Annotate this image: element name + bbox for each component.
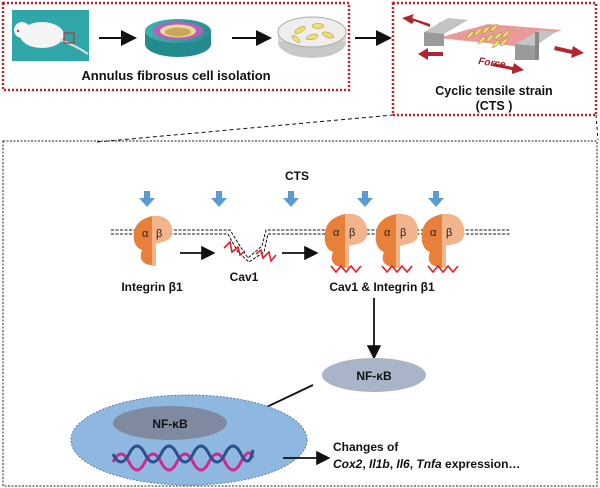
beta-label: β	[156, 228, 162, 240]
cav1-icon	[223, 240, 277, 263]
gene-part: expression…	[442, 457, 521, 471]
cts-caption-line1: Cyclic tensile strain	[435, 84, 552, 98]
complex-label: Cav1 & Integrin β1	[329, 280, 435, 294]
alpha-label: α	[142, 228, 149, 240]
gene-part: ,	[410, 457, 417, 471]
force-label: Force	[478, 56, 507, 71]
cts-caption-line2: (CTS )	[476, 99, 513, 113]
integrin-label: Integrin β1	[121, 280, 183, 294]
outcome-genes: Cox2, Il1b, Il6, Tnfa expression…	[333, 457, 520, 471]
gene-part: Cox2	[333, 457, 363, 471]
nfkb-cytoplasm-label: NF-κB	[356, 369, 392, 383]
isolation-panel-border	[1, 1, 351, 92]
zoom-connector-right	[595, 114, 599, 141]
gene-part: ,	[390, 457, 397, 471]
strain-device-icon: Force	[402, 14, 584, 74]
beta-label: β	[446, 227, 452, 239]
force-arrows	[402, 14, 584, 74]
gene-part: Il6	[396, 457, 410, 471]
dna-helix-icon	[111, 444, 255, 472]
nfkb-nucleus-ellipse	[113, 406, 227, 440]
mouse-photo	[12, 10, 89, 61]
nfkb-nucleus-label: NF-κB	[152, 417, 188, 431]
cts-arrows	[139, 191, 444, 207]
gene-part: Il1b	[369, 457, 390, 471]
cell-membrane	[111, 229, 510, 263]
cts-label: CTS	[285, 169, 309, 183]
cav1-label: Cav1	[230, 270, 259, 284]
outcome-line1: Changes of	[333, 440, 399, 454]
integrin-icon: α β	[133, 215, 173, 266]
beta-label: β	[349, 227, 355, 239]
mechanism-panel-border	[2, 140, 598, 487]
gene-part: Tnfa	[416, 457, 442, 471]
gene-part: ,	[362, 457, 369, 471]
alpha-label: α	[430, 227, 437, 239]
culture-dish-icon	[277, 16, 347, 58]
isolation-caption: Annulus fibrosus cell isolation	[81, 68, 270, 83]
cts-panel-border	[391, 1, 598, 117]
annulus-disc-icon	[145, 19, 211, 57]
nfkb-cytoplasm-ellipse	[322, 358, 426, 392]
alpha-label: α	[384, 227, 391, 239]
zoom-connector-left	[96, 114, 394, 143]
beta-label: β	[400, 227, 406, 239]
alpha-label: α	[333, 227, 340, 239]
